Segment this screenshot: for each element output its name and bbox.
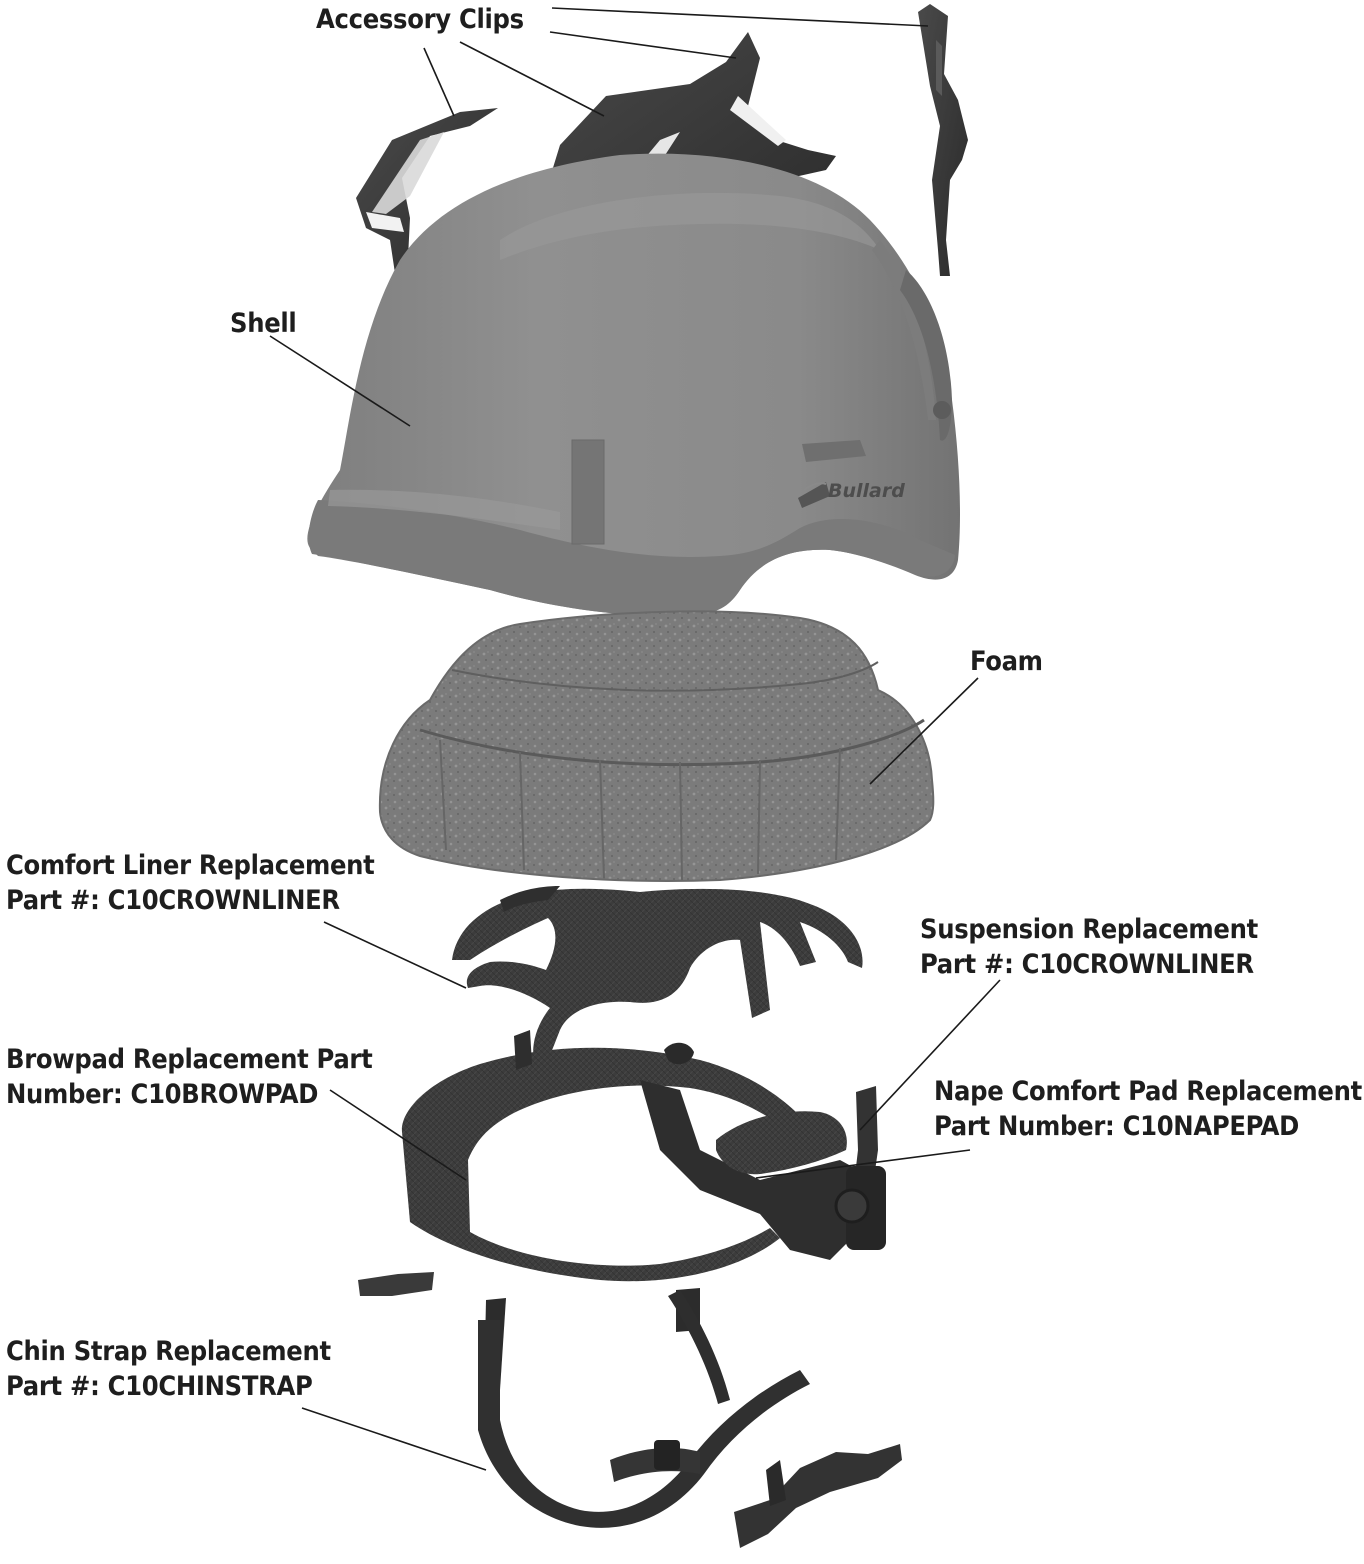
label-accessory-clips: Accessory Clips: [316, 2, 524, 37]
accessory-clip-right: [918, 4, 968, 276]
label-shell-text: Shell: [230, 306, 296, 341]
label-comfort-liner-line1: Comfort Liner Replacement: [6, 848, 375, 883]
label-browpad: Browpad Replacement Part Number: C10BROW…: [6, 1042, 372, 1112]
label-chin-strap-line1: Chin Strap Replacement: [6, 1334, 331, 1369]
label-suspension-line1: Suspension Replacement: [920, 912, 1258, 947]
label-suspension: Suspension Replacement Part #: C10CROWNL…: [920, 912, 1258, 982]
label-chin-strap-line2: Part #: C10CHINSTRAP: [6, 1369, 331, 1404]
leader-chin-strap: [302, 1408, 486, 1470]
leader-accessory-clips-right: [552, 8, 928, 26]
label-accessory-clips-text: Accessory Clips: [316, 2, 524, 37]
leader-accessory-clips-center: [460, 42, 604, 116]
label-browpad-line1: Browpad Replacement Part: [6, 1042, 372, 1077]
leader-accessory-clips-top: [550, 32, 736, 58]
foam-liner: [380, 611, 933, 881]
label-browpad-line2: Number: C10BROWPAD: [6, 1077, 372, 1112]
label-comfort-liner: Comfort Liner Replacement Part #: C10CRO…: [6, 848, 375, 918]
label-nape-pad-line1: Nape Comfort Pad Replacement: [934, 1074, 1362, 1109]
label-comfort-liner-line2: Part #: C10CROWNLINER: [6, 883, 375, 918]
label-nape-pad-line2: Part Number: C10NAPEPAD: [934, 1109, 1362, 1144]
leader-comfort-liner: [324, 922, 466, 988]
suspension: [358, 1030, 886, 1392]
label-foam-text: Foam: [970, 644, 1043, 679]
label-shell: Shell: [230, 306, 296, 341]
bullard-logo-text: Bullard: [828, 480, 905, 502]
label-chin-strap: Chin Strap Replacement Part #: C10CHINST…: [6, 1334, 331, 1404]
label-foam: Foam: [970, 644, 1043, 679]
comfort-liner: [452, 886, 863, 1072]
chin-strap: [478, 1290, 902, 1548]
label-suspension-line2: Part #: C10CROWNLINER: [920, 947, 1258, 982]
leader-accessory-clips-left: [424, 48, 454, 116]
label-nape-pad: Nape Comfort Pad Replacement Part Number…: [934, 1074, 1362, 1144]
